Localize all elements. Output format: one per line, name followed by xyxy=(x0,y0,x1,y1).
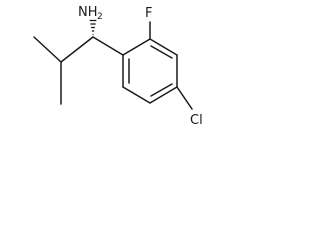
chlorine-label: Cl xyxy=(190,113,203,128)
ring-inner-double-bond-top-right xyxy=(150,45,173,59)
bond-stereocenter-to-ring xyxy=(92,36,124,56)
bond-ring-to-chlorine xyxy=(176,86,193,110)
bond-methyl-top-to-isopropyl-ch xyxy=(33,36,62,63)
ring-bond-c2-c3 xyxy=(149,38,178,56)
fluorine-label: F xyxy=(145,6,152,21)
ring-inner-double-bond-bottom-right xyxy=(150,83,173,97)
bond-isopropyl-ch-to-stereocenter xyxy=(60,36,94,63)
chemical-structure: NH 2 F Cl xyxy=(33,5,203,128)
hashed-wedge-bond-to-amine xyxy=(89,19,97,36)
ring-bond-c5-c6 xyxy=(122,86,151,104)
ring-bond-c4-c5 xyxy=(149,86,178,104)
amine-label: NH xyxy=(78,5,98,20)
ring-bond-c1-c2 xyxy=(122,38,151,56)
amine-subscript: 2 xyxy=(97,12,103,22)
